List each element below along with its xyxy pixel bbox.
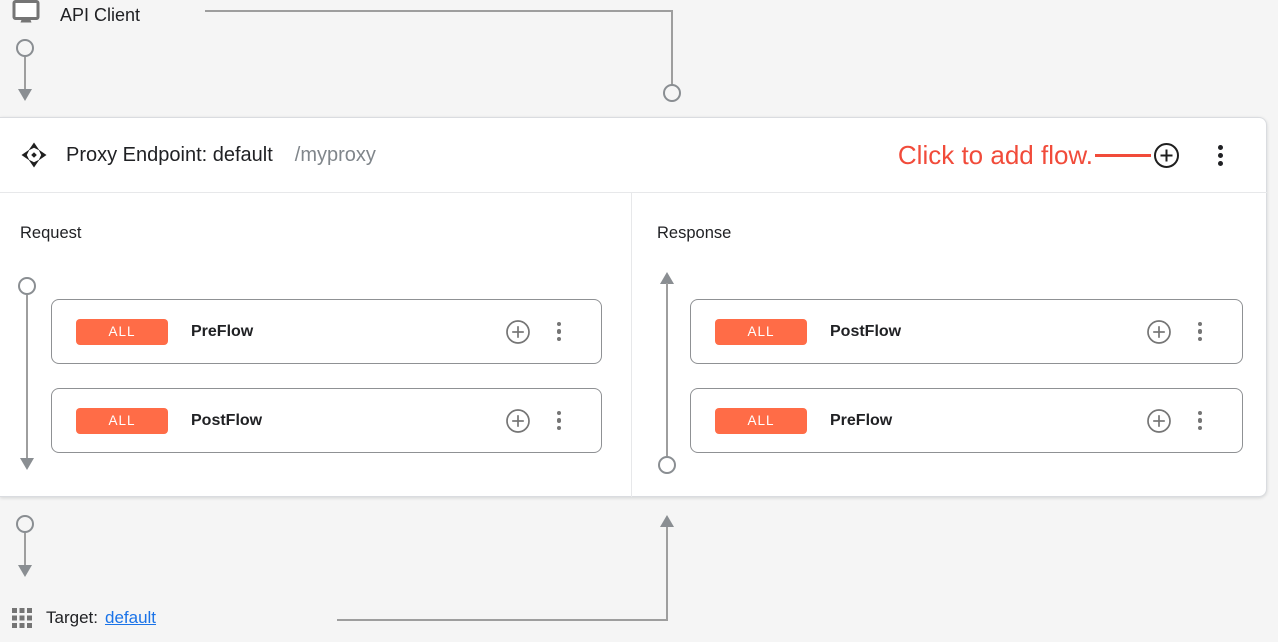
connector-apiclient-horizontal bbox=[205, 10, 673, 12]
add-policy-button[interactable] bbox=[1146, 408, 1172, 434]
condition-badge: ALL bbox=[76, 407, 168, 434]
response-rail-arrow bbox=[660, 272, 674, 284]
flow-name: PostFlow bbox=[191, 411, 263, 429]
request-inbound-arrow bbox=[18, 89, 32, 101]
endpoint-overflow-menu-icon[interactable] bbox=[1218, 143, 1223, 167]
request-rail-arrow bbox=[20, 458, 34, 470]
add-policy-button[interactable] bbox=[1146, 319, 1172, 345]
add-policy-button[interactable] bbox=[505, 319, 531, 345]
add-policy-button[interactable] bbox=[505, 408, 531, 434]
response-column-label: Response bbox=[657, 224, 732, 242]
request-start-node bbox=[16, 39, 34, 57]
flow-overflow-menu-icon[interactable] bbox=[556, 320, 561, 343]
response-postflow-card[interactable]: ALL PostFlow bbox=[690, 299, 1243, 364]
flow-overflow-menu-icon[interactable] bbox=[1197, 320, 1202, 343]
request-rail-line bbox=[26, 295, 28, 458]
api-client-label: API Client bbox=[60, 5, 141, 25]
request-column-label: Request bbox=[20, 224, 82, 242]
flow-name: PreFlow bbox=[191, 322, 254, 340]
apps-grid-icon bbox=[12, 608, 32, 628]
connector-apiclient-vertical bbox=[671, 10, 673, 85]
request-inbound-line bbox=[24, 57, 26, 90]
proxy-endpoint-title: Proxy Endpoint: default bbox=[66, 143, 273, 166]
header-divider bbox=[0, 192, 1267, 193]
target-outbound-line bbox=[24, 533, 26, 565]
connector-endpoint-node bbox=[663, 84, 681, 102]
target-label: Target: bbox=[46, 608, 98, 627]
response-rail-end-node bbox=[658, 456, 676, 474]
response-preflow-card[interactable]: ALL PreFlow bbox=[690, 388, 1243, 453]
add-flow-hint-group: Click to add flow. bbox=[898, 140, 1223, 171]
condition-badge: ALL bbox=[76, 318, 168, 345]
connector-target-return-horizontal bbox=[337, 619, 668, 621]
target-outbound-arrow bbox=[18, 565, 32, 577]
target-default-link[interactable]: default bbox=[104, 608, 157, 627]
request-response-divider bbox=[631, 193, 632, 497]
proxy-endpoint-header: Proxy Endpoint: default /myproxy Click t… bbox=[0, 117, 1267, 193]
response-rail-line bbox=[666, 283, 668, 456]
add-flow-hint-text: Click to add flow. bbox=[897, 139, 1093, 170]
condition-badge: ALL bbox=[715, 407, 807, 434]
proxy-endpoint-base-path: /myproxy bbox=[294, 143, 376, 166]
add-flow-button[interactable] bbox=[1153, 142, 1180, 169]
flow-name: PreFlow bbox=[830, 411, 893, 429]
proxy-endpoint-icon bbox=[20, 141, 48, 169]
request-rail-start-node bbox=[18, 277, 36, 295]
connector-target-return-vertical bbox=[666, 527, 668, 621]
monitor-icon bbox=[12, 0, 40, 33]
target-outbound-node bbox=[16, 515, 34, 533]
condition-badge: ALL bbox=[715, 318, 807, 345]
flow-name: PostFlow bbox=[830, 322, 902, 340]
request-postflow-card[interactable]: ALL PostFlow bbox=[51, 388, 602, 453]
connector-target-return-arrow bbox=[660, 515, 674, 527]
target-row: Target: default bbox=[12, 608, 156, 628]
flow-overflow-menu-icon[interactable] bbox=[1197, 409, 1202, 432]
flow-overflow-menu-icon[interactable] bbox=[556, 409, 561, 432]
add-flow-hint-pointer-line bbox=[1095, 153, 1151, 157]
request-preflow-card[interactable]: ALL PreFlow bbox=[51, 299, 602, 364]
